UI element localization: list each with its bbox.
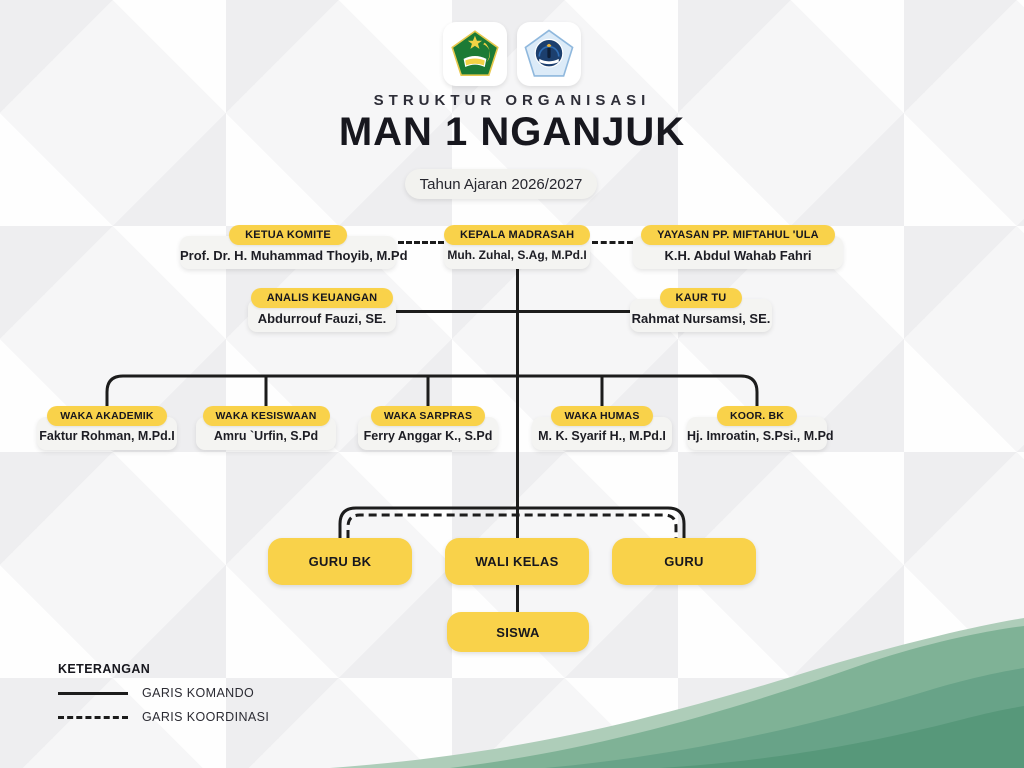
org-unit-kepala-madrasah: KEPALA MADRASAH Muh. Zuhal, S.Ag, M.Pd.I — [444, 225, 591, 269]
org-unit-title: WAKA KESISWAAN — [202, 406, 330, 426]
org-unit-analis-keuangan: ANALIS KEUANGAN Abdurrouf Fauzi, SE. — [248, 288, 396, 332]
school-year-pill: Tahun Ajaran 2026/2027 — [405, 169, 597, 199]
man1-nganjuk-logo — [517, 22, 581, 86]
command-line-analis-kaur — [396, 310, 630, 313]
org-unit-person: K.H. Abdul Wahab Fahri — [664, 248, 812, 263]
org-unit-title: KAUR TU — [659, 288, 743, 308]
dashed-line-sample — [58, 715, 128, 719]
org-unit-person: Hj. Imroatin, S.Psi., M.Pd — [687, 429, 834, 443]
org-unit-kaur-tu: KAUR TU Rahmat Nursamsi, SE. — [630, 288, 772, 332]
org-unit-title: WAKA SARPRAS — [370, 406, 486, 426]
org-unit-waka-kesiswaan: WAKA KESISWAAN Amru `Urfin, S.Pd — [196, 406, 336, 450]
org-unit-person: Rahmat Nursamsi, SE. — [631, 311, 771, 326]
role-box-guru: GURU — [612, 538, 756, 585]
org-unit-yayasan: YAYASAN PP. MIFTAHUL 'ULA K.H. Abdul Wah… — [633, 225, 843, 269]
org-unit-title: KEPALA MADRASAH — [444, 225, 591, 245]
coordination-line-komite-kepala — [398, 241, 444, 244]
school-year-label: Tahun Ajaran 2026/2027 — [419, 175, 583, 193]
green-wave-decoration — [330, 618, 1024, 768]
solid-line-sample — [58, 691, 128, 695]
org-unit-title: ANALIS KEUANGAN — [250, 288, 394, 308]
legend-item-komando: GARIS KOMANDO — [58, 686, 269, 700]
org-unit-person: M. K. Syarif H., M.Pd.I — [538, 429, 666, 443]
org-unit-title: KOOR. BK — [716, 406, 798, 426]
role-box-guru-bk: GURU BK — [268, 538, 412, 585]
org-unit-person: Muh. Zuhal, S.Ag, M.Pd.I — [447, 248, 587, 262]
command-line-vertical-main — [516, 268, 519, 538]
legend-label: GARIS KOMANDO — [142, 686, 255, 700]
org-unit-koor-bk: KOOR. BK Hj. Imroatin, S.Psi., M.Pd — [687, 406, 834, 450]
org-unit-ketua-komite: KETUA KOMITE Prof. Dr. H. Muhammad Thoyi… — [180, 225, 408, 269]
role-box-wali-kelas: WALI KELAS — [445, 538, 589, 585]
legend-label: GARIS KOORDINASI — [142, 710, 270, 724]
org-unit-person: Abdurrouf Fauzi, SE. — [257, 311, 387, 326]
org-unit-title: WAKA HUMAS — [551, 406, 653, 426]
org-unit-title: YAYASAN PP. MIFTAHUL 'ULA — [641, 225, 835, 245]
legend-item-koordinasi: GARIS KOORDINASI — [58, 710, 269, 724]
org-unit-waka-sarpras: WAKA SARPRAS Ferry Anggar K., S.Pd — [358, 406, 498, 450]
role-box-siswa: SISWA — [447, 612, 589, 652]
org-unit-waka-akademik: WAKA AKADEMIK Faktur Rohman, M.Pd.I — [37, 406, 177, 450]
legend-title: KETERANGAN — [58, 662, 151, 676]
legend: KETERANGAN GARIS KOMANDO GARIS KOORDINAS… — [58, 662, 269, 734]
org-unit-title: WAKA AKADEMIK — [47, 406, 167, 426]
poster-title: MAN 1 NGANJUK — [338, 110, 686, 154]
org-unit-title: KETUA KOMITE — [229, 225, 347, 245]
org-unit-person: Ferry Anggar K., S.Pd — [363, 429, 493, 443]
org-unit-person: Faktur Rohman, M.Pd.I — [39, 429, 175, 443]
org-unit-person: Amru `Urfin, S.Pd — [213, 429, 319, 443]
org-unit-waka-humas: WAKA HUMAS M. K. Syarif H., M.Pd.I — [532, 406, 672, 450]
command-line-walikelas-siswa — [516, 585, 519, 612]
org-unit-person: Prof. Dr. H. Muhammad Thoyib, M.Pd — [180, 248, 408, 263]
coordination-line-kepala-yayasan — [592, 241, 633, 244]
logo-row — [0, 22, 1024, 86]
kemenag-logo — [443, 22, 507, 86]
poster-subtitle: STRUKTUR ORGANISASI — [373, 92, 651, 109]
